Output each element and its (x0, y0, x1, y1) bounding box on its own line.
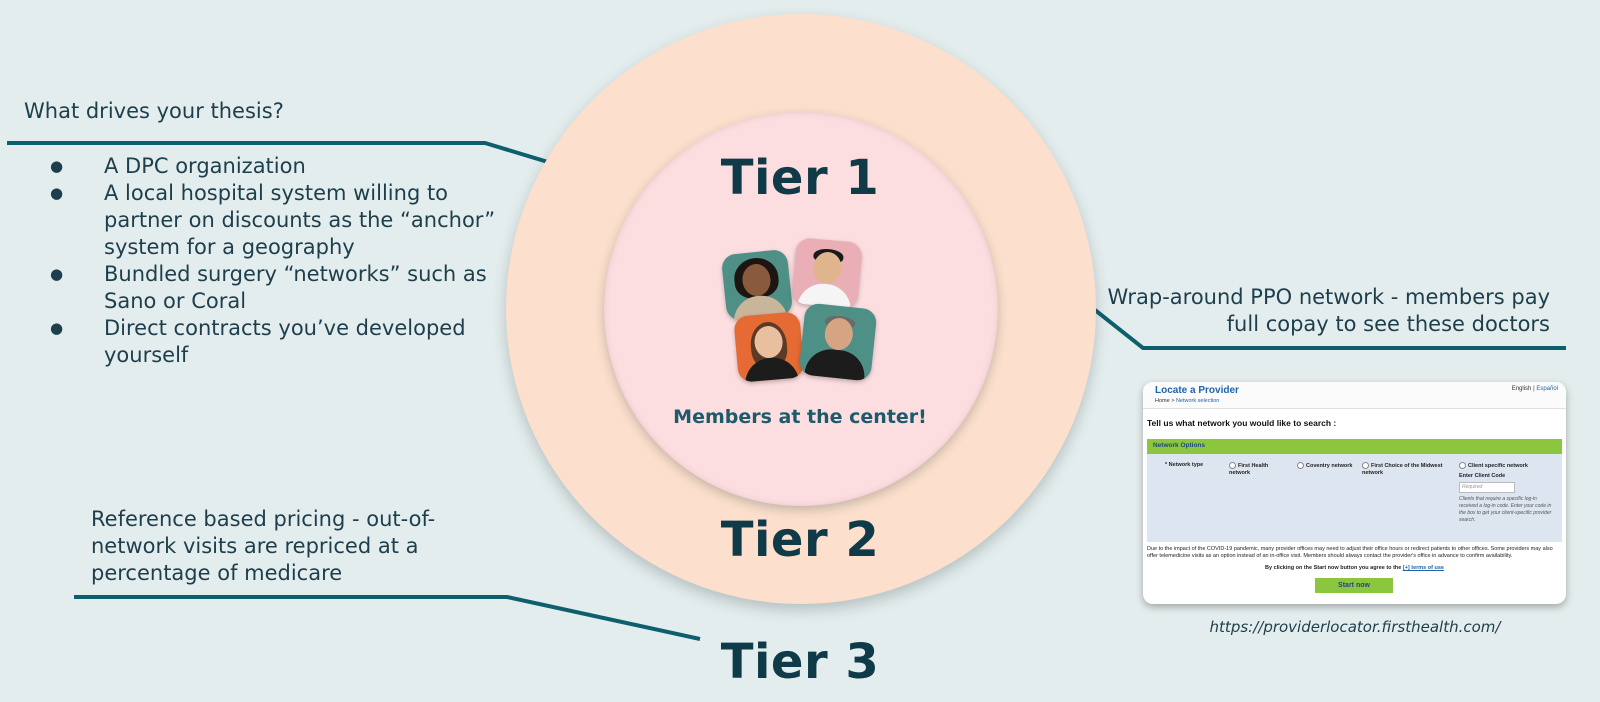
lang-spanish-link[interactable]: Español (1536, 386, 1558, 392)
bullet-item: Bundled surgery “networks” such as Sano … (48, 261, 498, 315)
network-question: Tell us what network you would like to s… (1147, 418, 1337, 428)
breadcrumb-current: Network selection (1175, 398, 1220, 404)
provider-locator-screenshot: Locate a Provider Home > Network selecti… (1143, 382, 1566, 604)
member-photo-2 (791, 237, 863, 309)
bullet-item: Direct contracts you’ve developed yourse… (48, 315, 498, 369)
client-code-input[interactable]: Required (1459, 482, 1515, 493)
covid-notice: Due to the impact of the COVID-19 pandem… (1147, 546, 1553, 559)
screenshot-header: Locate a Provider Home > Network selecti… (1143, 382, 1566, 409)
network-options-title: Network Options (1153, 442, 1206, 449)
radio-icon[interactable] (1297, 462, 1304, 469)
lang-english-link[interactable]: English (1511, 386, 1532, 392)
member-photo-collage (720, 236, 880, 384)
client-code-help: Clients that require a specific log-in r… (1459, 496, 1552, 523)
network-options-panel: * Network type First Health network Cove… (1147, 454, 1562, 542)
wraparound-ppo-text: Wrap-around PPO network - members pay fu… (1107, 285, 1550, 336)
tier2-label: Tier 2 (720, 512, 880, 568)
reference-connector-line (74, 595, 701, 641)
option-coventry[interactable]: Coventry network (1297, 462, 1357, 470)
language-switch: English | Español (1512, 386, 1558, 392)
member-photo-1 (720, 248, 794, 322)
breadcrumb: Home > Network selection (1155, 398, 1219, 404)
network-type-label: * Network type (1165, 462, 1204, 468)
breadcrumb-home[interactable]: Home (1155, 398, 1170, 404)
bullet-item: A local hospital system willing to partn… (48, 180, 498, 261)
terms-prefix: By clicking on the Start now button you … (1265, 565, 1402, 571)
member-photo-3 (733, 311, 805, 383)
option-first-choice-midwest[interactable]: First Choice of the Midwest network (1362, 462, 1443, 476)
tier1-inner-circle (604, 112, 998, 506)
radio-icon[interactable] (1229, 462, 1236, 469)
lang-separator: | (1533, 386, 1535, 392)
radio-icon[interactable] (1459, 462, 1466, 469)
tier1-label: Tier 1 (720, 150, 880, 206)
members-center-caption: Members at the center! (673, 406, 927, 428)
option-first-health[interactable]: First Health network (1229, 462, 1269, 476)
breadcrumb-separator: > (1171, 398, 1175, 404)
network-options-bar: Network Options (1147, 439, 1562, 454)
option-client-specific[interactable]: Client specific network (1459, 462, 1554, 470)
client-code-label: Enter Client Code (1459, 473, 1506, 479)
provider-locator-url[interactable]: https://providerlocator.firsthealth.com/ (1209, 618, 1501, 636)
bullet-item: A DPC organization (48, 153, 498, 180)
thesis-bullet-list: A DPC organization A local hospital syst… (48, 153, 498, 369)
reference-pricing-text: Reference based pricing - out-of-network… (91, 507, 436, 585)
radio-icon[interactable] (1362, 462, 1369, 469)
thesis-question: What drives your thesis? (24, 99, 284, 123)
terms-line: By clicking on the Start now button you … (1143, 565, 1566, 571)
start-now-button[interactable]: Start now (1315, 578, 1393, 593)
screenshot-title: Locate a Provider (1155, 385, 1239, 396)
tier3-label: Tier 3 (720, 634, 880, 690)
member-photo-4 (798, 302, 878, 382)
terms-of-use-link[interactable]: [+] terms of use (1402, 565, 1444, 571)
